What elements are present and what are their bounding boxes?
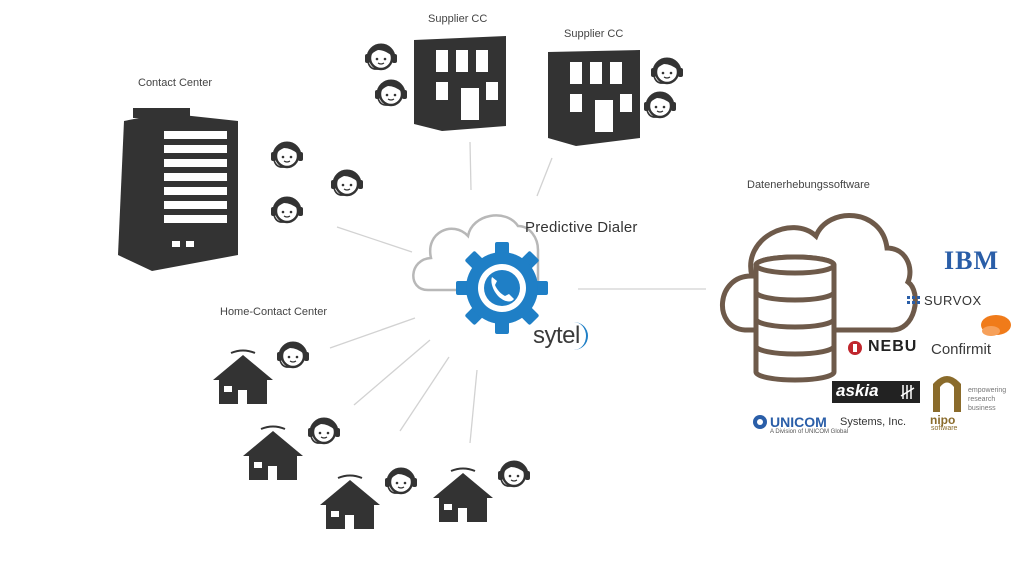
nipo-logo: nipo: [930, 413, 956, 427]
agent-icon: [269, 196, 305, 224]
supplier-cc-building-icon: [414, 36, 506, 131]
unicom-suffix: Systems, Inc.: [840, 416, 907, 428]
house-icon: [432, 467, 494, 523]
agent-icon: [383, 467, 419, 495]
predictive-dialer-label: Predictive Dialer: [525, 219, 638, 236]
nipo-tagline-1: empowering: [968, 387, 1007, 394]
house-icon: [212, 349, 274, 405]
nebu-mark-icon: [848, 341, 862, 355]
supplier-cc-label: Supplier CC: [428, 13, 488, 25]
agent-icon: [363, 43, 399, 71]
survox-dots-icon: [907, 296, 920, 304]
nipo-tagline-3: business: [968, 405, 996, 412]
ibm-logo: IBM: [944, 246, 999, 275]
nipo-tagline-2: research: [968, 396, 996, 403]
agent-icon: [329, 169, 365, 197]
nipo-subtitle: software: [931, 425, 958, 432]
unicom-logo: UNICOM: [770, 414, 827, 430]
nipo-mark-icon: [933, 376, 961, 412]
contact-center-label: Contact Center: [138, 77, 212, 89]
database-cloud-icon: [720, 213, 918, 383]
connector-lines: [329, 141, 706, 444]
home-contact-center-label: Home-Contact Center: [220, 306, 327, 318]
contact-center-building-icon: [118, 108, 238, 271]
confirmit-blob-icon: [981, 315, 1011, 336]
agent-icon: [275, 341, 311, 369]
agent-icon: [269, 141, 305, 169]
askia-box-icon: [832, 381, 920, 403]
agent-icon: [373, 79, 409, 107]
agent-icon: [649, 57, 685, 85]
agent-icon: [642, 91, 678, 119]
survox-logo: SURVOX: [924, 293, 982, 308]
supplier-cc-building-icon: [548, 50, 640, 146]
dialer-gear-icon: [456, 242, 548, 334]
house-icon: [319, 474, 381, 530]
nebu-logo: NEBU: [868, 338, 918, 355]
agent-icon: [306, 417, 342, 445]
data-software-label: Datenerhebungssoftware: [747, 179, 870, 191]
house-icon: [242, 425, 304, 481]
unicom-subtitle: A Division of UNICOM Global: [770, 429, 849, 435]
agent-icon: [496, 460, 532, 488]
sytel-logo: sytel: [533, 322, 588, 350]
askia-logo: askia: [836, 381, 879, 400]
unicom-globe-icon: [753, 415, 767, 429]
supplier-cc-label: Supplier CC: [564, 28, 624, 40]
confirmit-logo: Confirmit: [931, 341, 992, 358]
